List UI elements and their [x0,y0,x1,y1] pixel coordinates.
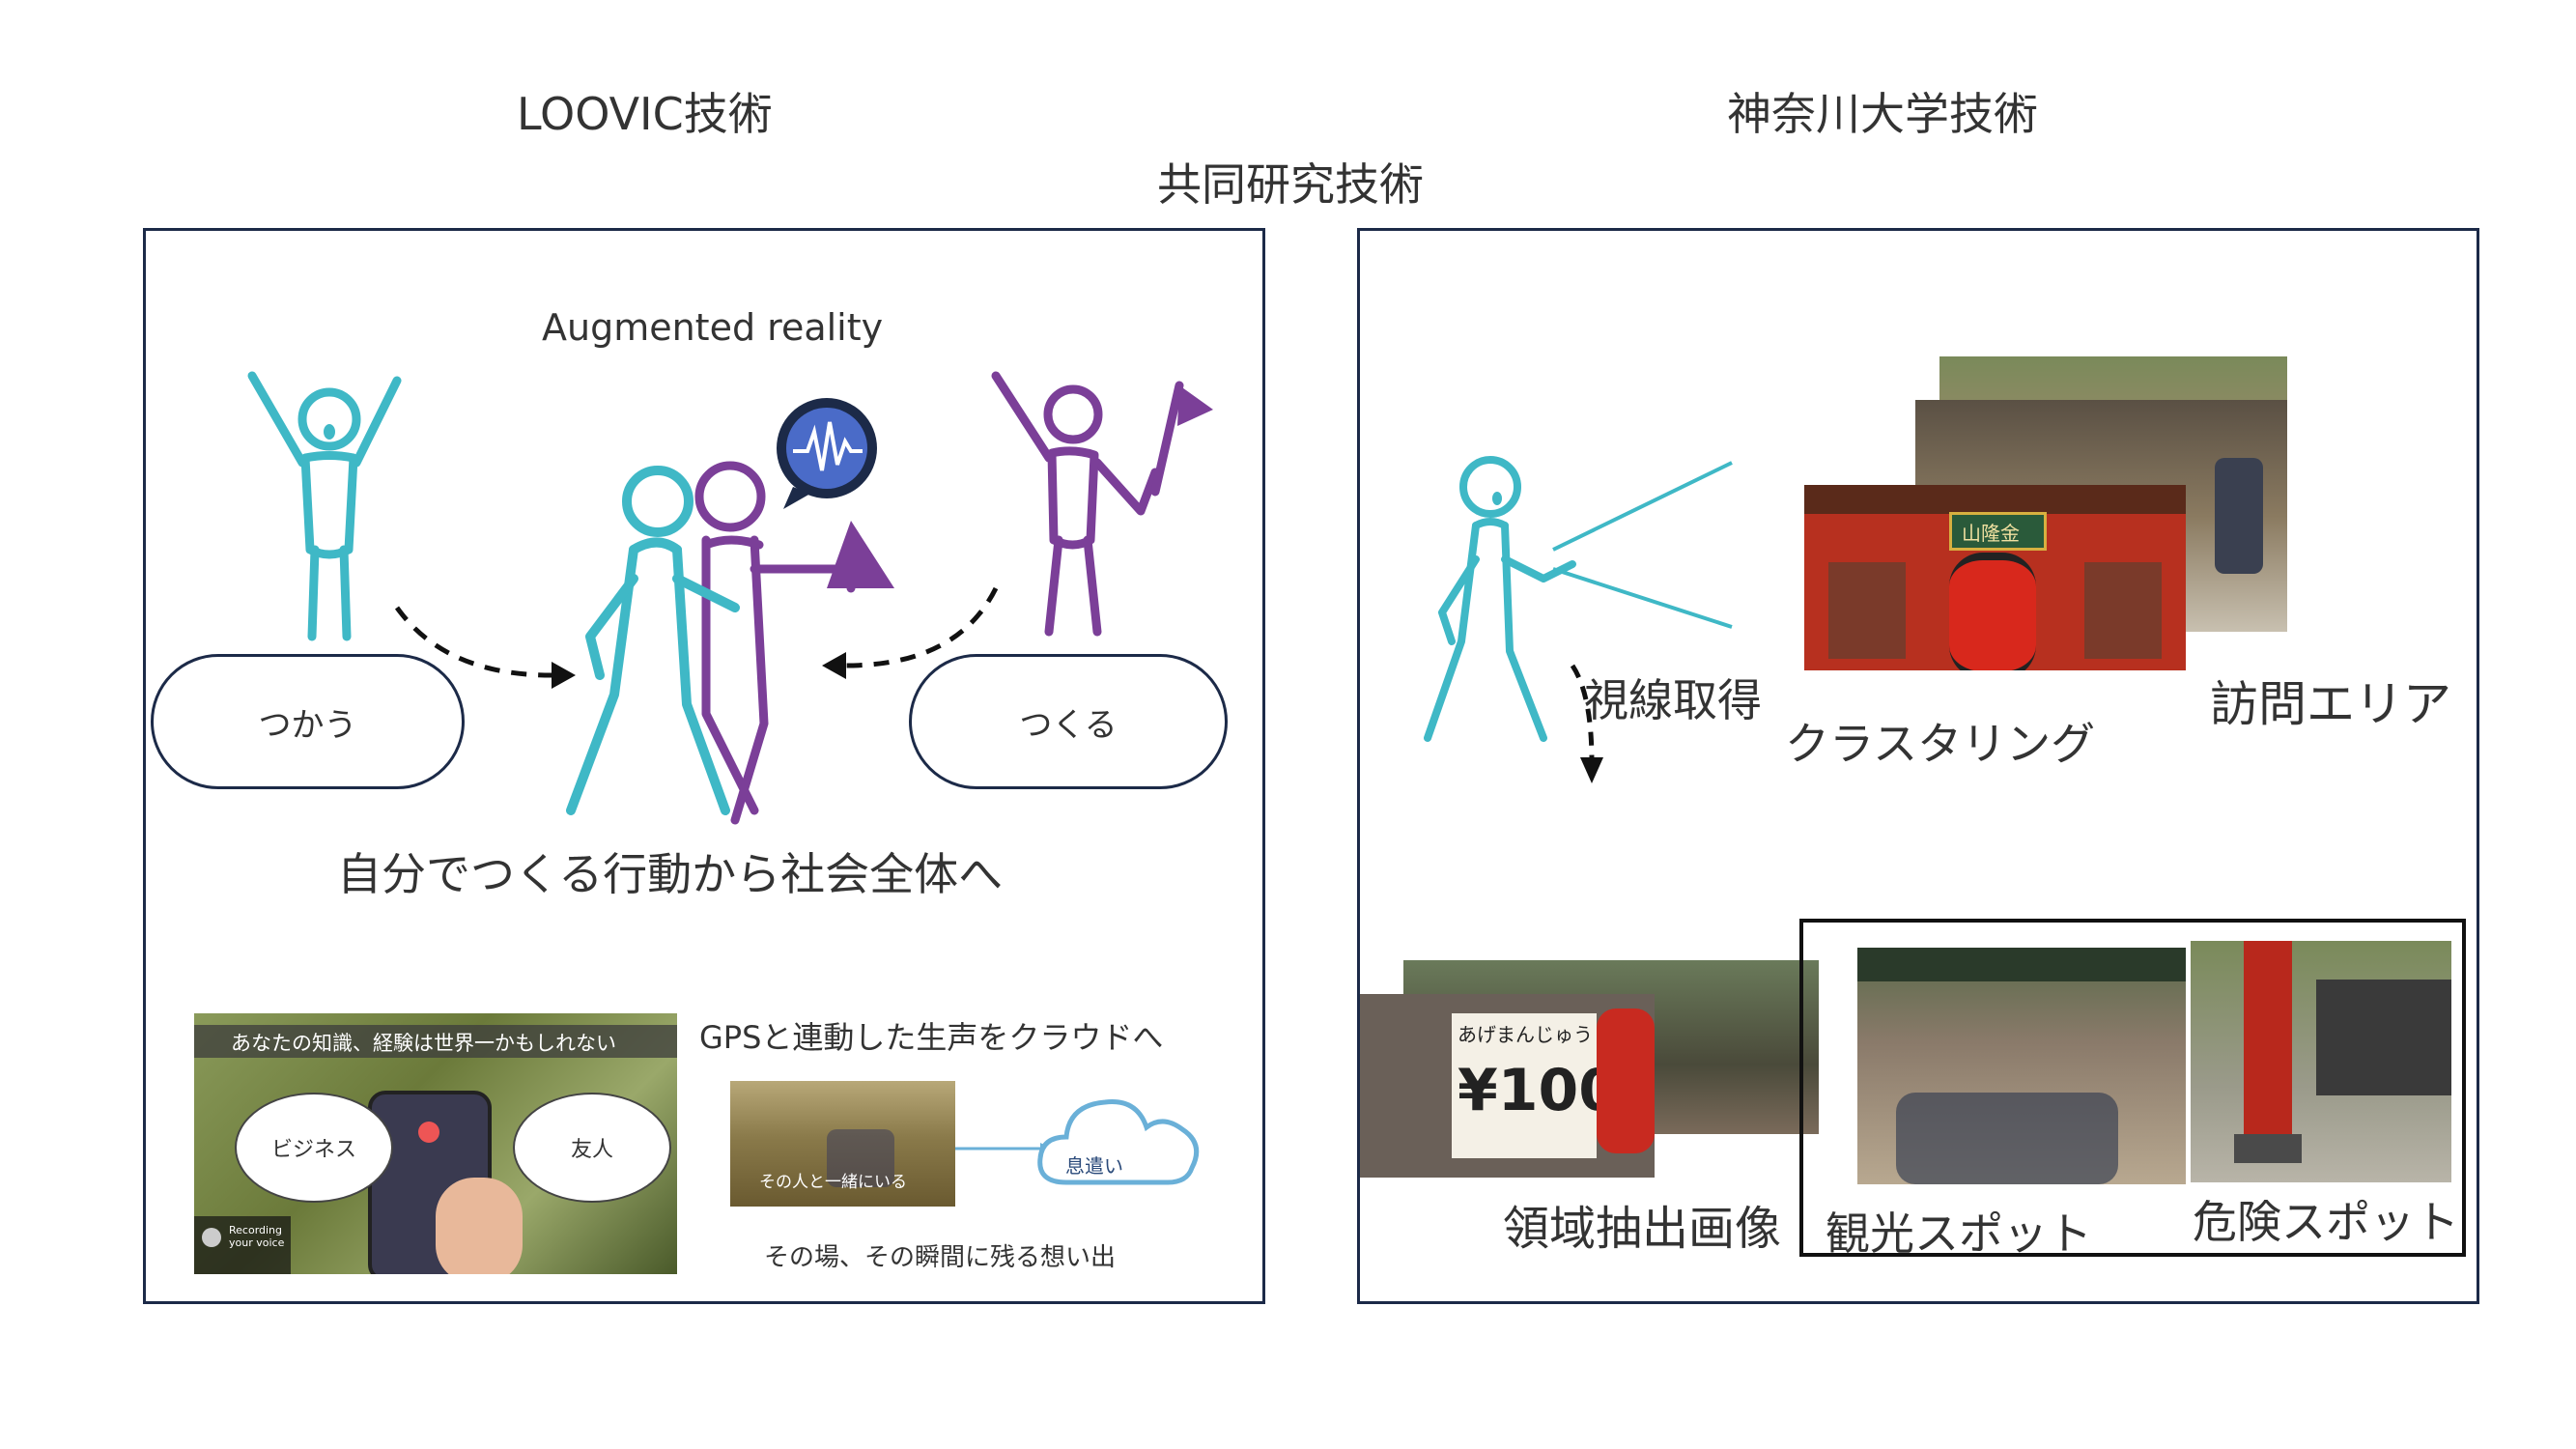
mic-icon [202,1228,221,1247]
pill-make: つくる [909,654,1228,789]
bubble-business-label: ビジネス [271,1132,356,1163]
recording-text: Recording your voice [229,1224,287,1249]
walking-couple-icon [561,443,948,1042]
shop-awning [1857,948,2186,981]
photo-mid-person [2215,458,2263,574]
person-flag-icon [986,366,1218,646]
gate-sign-text: 山隆金 [1962,518,2020,546]
gate-right-shrine [2084,562,2162,659]
voice-wave-icon [774,395,890,511]
record-box: Recording your voice [194,1216,291,1274]
danger-spot-label: 危険スポット [2193,1187,2459,1251]
wall [2316,980,2451,1095]
red-pillar [2244,941,2292,1149]
gate-roof [1804,485,2186,514]
manju-photo: あげまんじゅう ¥100 [1360,994,1655,1178]
pill-use: つかう [151,654,465,789]
pillar-base [2234,1134,2302,1163]
crowd [1896,1093,2118,1184]
tagline: 自分でつくる行動から社会全体へ [337,839,1003,903]
loovic-header: LOOVIC技術 [517,79,773,143]
finger [436,1178,523,1274]
gate-left-shrine [1828,562,1906,659]
bubble-friend-label: 友人 [571,1132,613,1163]
tourist-spot-label: 観光スポット [1826,1199,2092,1263]
red-lantern [1597,1009,1655,1153]
gaze-label: 視線取得 [1584,666,1762,729]
tourist-street-photo [1857,948,2186,1184]
kanagawa-header: 神奈川大学技術 [1727,79,2038,143]
region-images-label: 領域抽出画像 [1503,1190,1781,1258]
memory-caption: その場、その瞬間に残る想い出 [764,1237,1116,1273]
clustering-label: クラスタリング [1785,709,2095,773]
heart-icon [418,1122,439,1143]
pill-make-label: つくる [1019,698,1117,746]
price-sign: あげまんじゅう ¥100 [1452,1013,1597,1158]
sign-text: あげまんじゅう [1458,1019,1593,1047]
gaze-lines [1553,453,1746,627]
gps-caption: GPSと連動した生声をクラウドへ [699,1013,1163,1058]
pillar-photo [2191,941,2451,1182]
ar-title: Augmented reality [542,306,883,349]
visit-area-label: 訪問エリア [2210,666,2451,735]
gate-sign-box: 山隆金 [1949,512,2047,551]
photo-banner: あなたの知識、経験は世界一かもしれない [194,1025,677,1058]
forest-photo: その人と一緒にいる [730,1081,955,1207]
forest-caption: その人と一緒にいる [759,1168,907,1192]
joint-research-header: 共同研究技術 [1157,150,1424,213]
bubble-friend: 友人 [513,1093,671,1203]
kanagawa-panel: 視線取得 山隆金 クラスタリング 訪問エリア あげまんじゅう ¥100 領域抽出… [1357,228,2479,1304]
kaminarimon-photo: 山隆金 [1804,485,2186,670]
loovic-panel: Augmented reality [143,228,1265,1304]
photo-banner-text: あなたの知識、経験は世界一かもしれない [231,1028,616,1057]
phone-photo: あなたの知識、経験は世界一かもしれない ビジネス 友人 Recording yo… [194,1013,677,1274]
bubble-business: ビジネス [235,1093,393,1203]
cloud-icon [1033,1081,1211,1197]
cloud-label: 息遣い [1065,1151,1123,1179]
pill-use-label: つかう [259,698,357,746]
price-text: ¥100 [1458,1057,1619,1124]
lantern [1949,553,2036,670]
